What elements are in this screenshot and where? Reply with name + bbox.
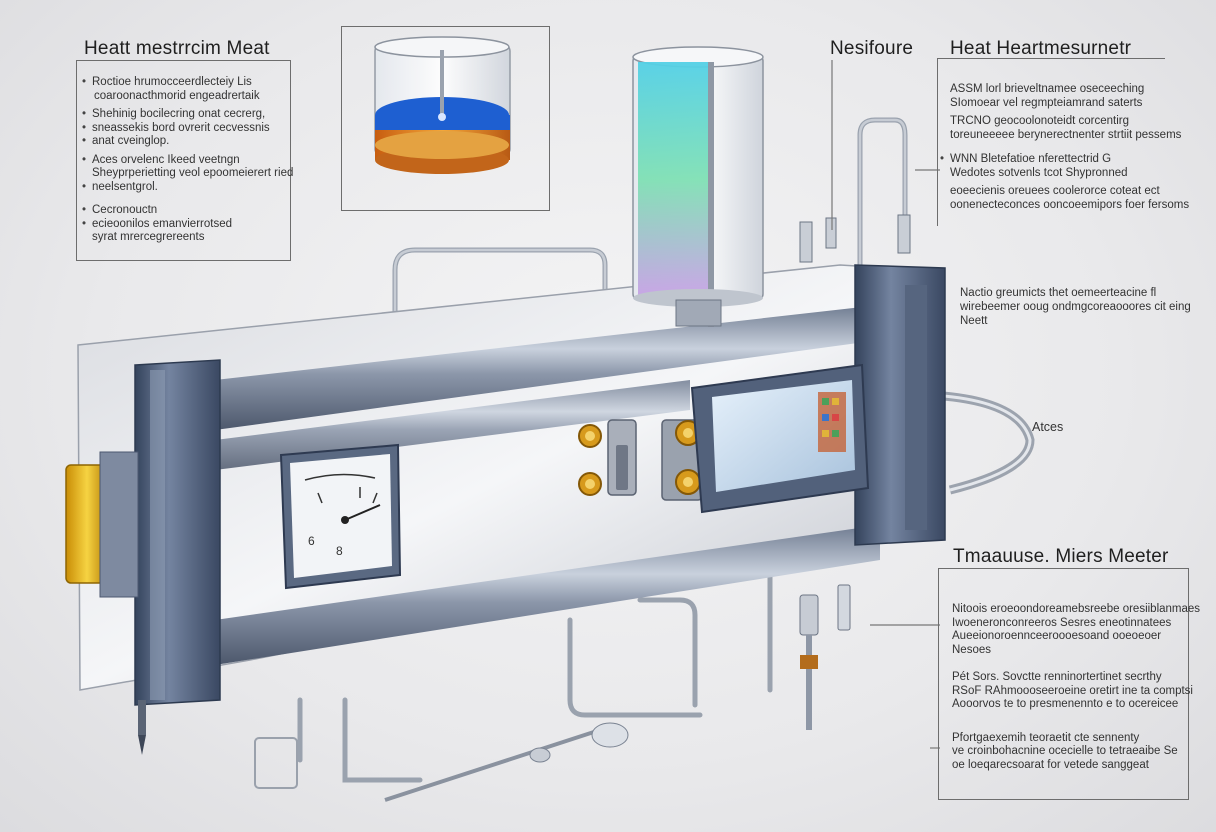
- bottom-note-4: Nesoes: [952, 643, 991, 656]
- right-note-5: WNN Bletefatioe nferettectrid G: [940, 152, 1189, 166]
- bottom-note-2: Iwoeneronconreeros Sesres eneotinnatees: [952, 616, 1172, 629]
- right-mid-note-3: Neett: [960, 315, 988, 327]
- bottom-note-3: Aueeionoroennceeroooesoand ooeoeoer: [952, 630, 1162, 642]
- left-note-11: syrat mrercegrereents: [92, 231, 205, 243]
- right-notes-bottom-box: [938, 568, 1189, 800]
- left-note-9: Cecronouctn: [82, 204, 293, 218]
- right-note-4: toreuneeeee berynerectnenter strtiit pes…: [950, 129, 1182, 141]
- right-note-7: eoeecienis oreuees coolerorce coteat ect: [950, 185, 1160, 197]
- side-label: Atces: [1032, 420, 1064, 434]
- digital-display: [690, 363, 870, 514]
- valve-assembly: [578, 419, 703, 501]
- left-frame-inner: [150, 370, 165, 700]
- temperature-probe-bottom: [384, 722, 629, 802]
- left-frame: [134, 359, 221, 706]
- right-notes-top: ASSM lorl brieveltnamee oseceeching SIom…: [940, 82, 1190, 212]
- upper-pipe: [215, 305, 880, 430]
- sample-beaker: [254, 737, 298, 789]
- left-note-3: Shehinig bocilecring onat cecrerg,: [82, 108, 293, 122]
- lower-pipe: [215, 525, 880, 665]
- right-mid-note-2: wirebeemer ooug ondmgcoreaooores cit ein…: [960, 301, 1191, 313]
- right-note-1: ASSM lorl brieveltnamee oseceeching: [950, 83, 1145, 95]
- title-right-heat: Heat Heartmesurnetr: [950, 38, 1132, 59]
- right-frame: [854, 264, 946, 546]
- bottom-note-8: Aooorvos te to presmenennto e to ocereic…: [952, 698, 1179, 710]
- right-notes-bottom: Nitoois eroeoondoreamebsreebe oresiiblan…: [952, 603, 1200, 772]
- left-note-8: neelsentgrol.: [82, 181, 293, 195]
- right-notes-mid: Nactio greumicts thet oemeerteacine fl w…: [960, 286, 1191, 328]
- left-probe: [138, 700, 146, 755]
- left-note-7: Sheyprperietting veol epoomeierert ried: [92, 167, 294, 179]
- bottom-note-6: Pét Sors. Sovctte renninortertinet secrt…: [952, 671, 1162, 683]
- bottom-note-1: Nitoois eroeoondoreamebsreebe oresiiblan…: [952, 603, 1201, 615]
- title-right-nesifoure: Nesifoure: [830, 38, 914, 59]
- left-notes: Roctioe hrumocceerdlecteiy Lis coaroonac…: [82, 76, 294, 245]
- bottom-note-12: oe loeqarecsoarat for vetede sanggeat: [952, 758, 1149, 771]
- middle-pipe: [215, 380, 690, 470]
- left-note-4: sneassekis bord ovrerit cecvessnis: [82, 122, 293, 136]
- bottom-note-10: Pfortgaexemih teoraetit cte sennenty: [952, 731, 1140, 744]
- bottom-note-spacer-1: [952, 657, 1200, 671]
- right-note-3: TRCNO geocoolonoteidt corcentirg: [950, 115, 1129, 127]
- left-note-10: ecieoonilos emanvierrotsed: [82, 218, 293, 232]
- beaker-inset-box: [341, 26, 550, 211]
- beaker-inset: [374, 36, 511, 174]
- right-note-6: Wedotes sotvenls tcot Shypronned: [950, 167, 1128, 179]
- gauge-label-1: 6: [308, 534, 315, 548]
- right-mid-note-1: Nactio greumicts thet oemeerteacine fl: [960, 287, 1157, 299]
- title-left: Heatt mestrrcim Meat: [84, 38, 270, 59]
- bottom-note-spacer-2: [952, 712, 1200, 732]
- gauge-dial: [279, 443, 402, 590]
- gauge-label-2: 8: [336, 544, 343, 558]
- title-bottom-right: Tmaauuse. Miers Meeter: [953, 546, 1169, 567]
- left-note-2: coaroonacthmorid engeadrertaik: [94, 89, 260, 102]
- top-sensor-probes: [799, 214, 911, 263]
- fluid-column: [632, 46, 764, 327]
- left-note-5: anat cveinglop.: [82, 135, 293, 149]
- left-note-6: Aces orvelenc Ikeed veetngn: [82, 154, 293, 168]
- right-note-2: SIomoear vel regmpteiamrand saterts: [950, 97, 1143, 109]
- right-note-8: oonenecteconces ooncoeemipors foer ferso…: [950, 199, 1190, 211]
- bottom-note-11: ve croinbohacnine ocecielle to tetraeaib…: [952, 745, 1178, 757]
- right-notes-top-box: [937, 58, 1165, 226]
- temperature-probe-right: [799, 584, 851, 730]
- left-note-1: Roctioe hrumocceerdlecteiy Lis: [82, 76, 293, 90]
- bottom-note-7: RSoF RAhmoooseeroeine oretirt ine ta com…: [952, 684, 1193, 697]
